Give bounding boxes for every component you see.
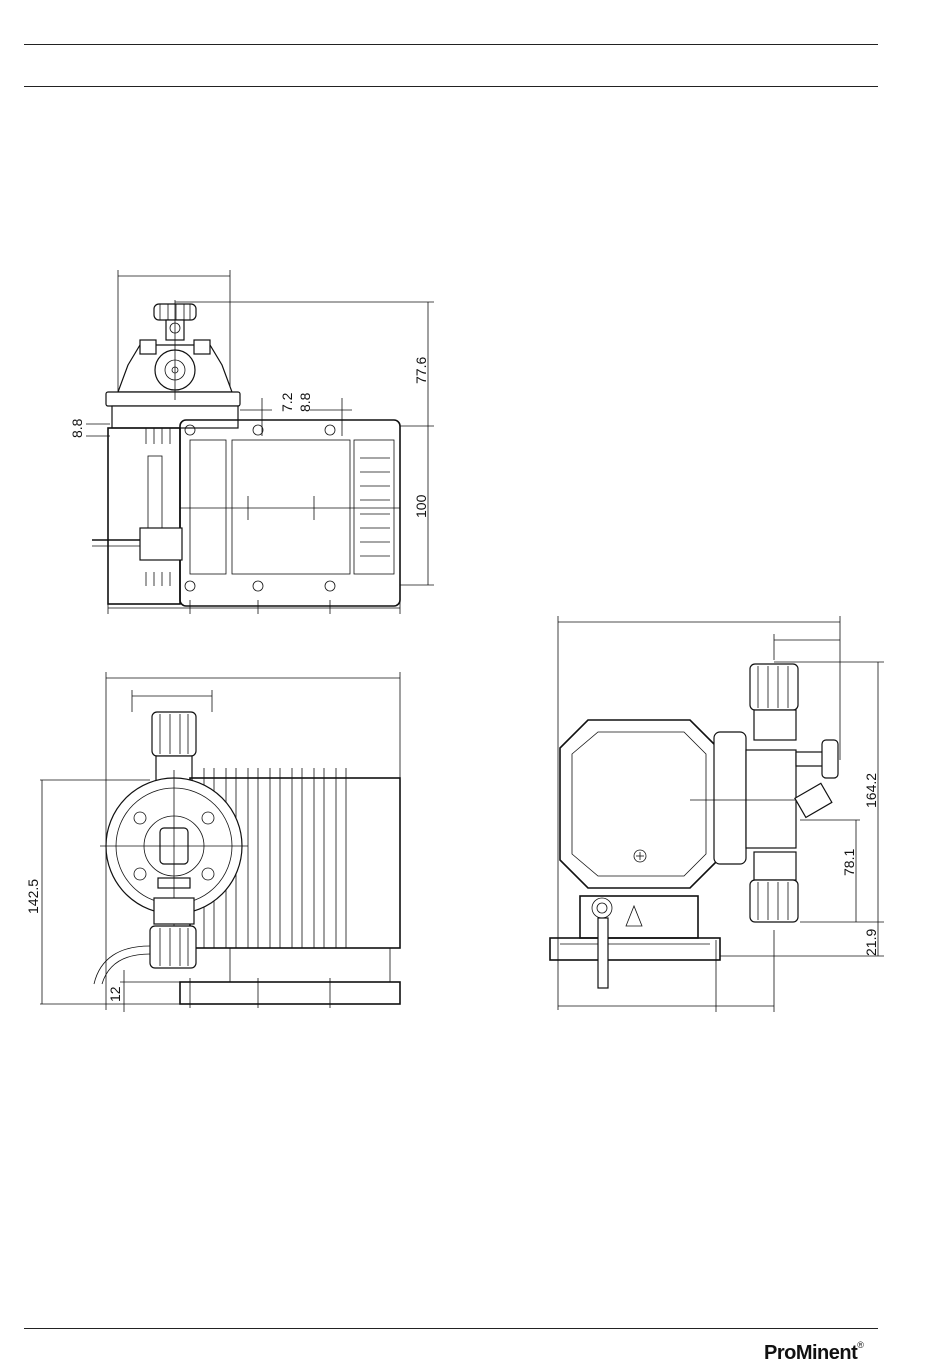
registered-mark: ®	[857, 1340, 863, 1350]
top-view-drawing	[86, 270, 434, 614]
dim-21-9-label: 21.9	[863, 929, 879, 956]
dim-8-8-left-label: 8.8	[69, 418, 85, 438]
prominent-logo: ProMinent®	[764, 1342, 863, 1365]
side-view-drawing	[550, 616, 884, 1012]
brand-name: ProMinent	[764, 1342, 857, 1364]
dim-78-1-label: 78.1	[841, 849, 857, 876]
dim-12-label: 12	[107, 986, 123, 1002]
dim-100-label: 100	[413, 494, 429, 518]
front-view-drawing	[40, 672, 400, 1012]
dim-77-6-label: 77.6	[413, 357, 429, 384]
dim-164-2-label: 164.2	[863, 773, 879, 808]
dim-7-2-label: 7.2	[279, 392, 295, 412]
dim-142-5-label: 142.5	[25, 879, 41, 914]
dim-8-8-top-label: 8.8	[297, 392, 313, 412]
footer-rule	[24, 1328, 878, 1329]
